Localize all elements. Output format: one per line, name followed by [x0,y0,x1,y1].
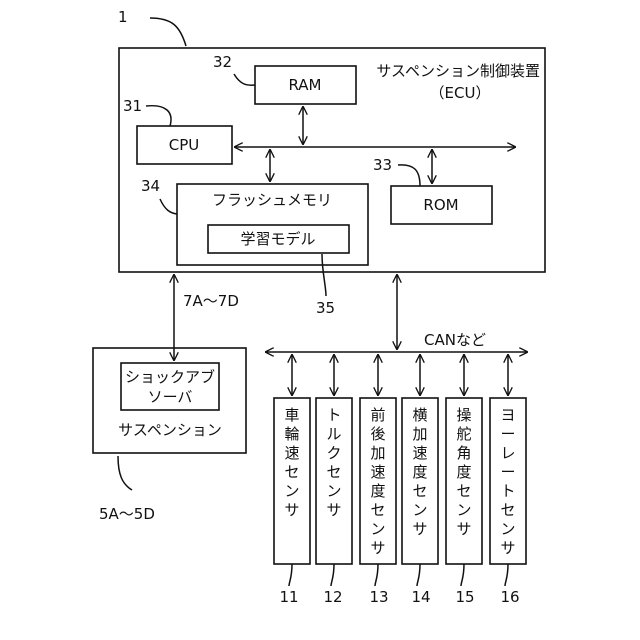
leader-device [150,18,186,46]
leader-flash [160,199,177,214]
ref-cpu: 31 [123,97,142,115]
sensor-label: ヨーレートセンサ [500,406,515,557]
leader-rom [398,165,420,186]
cpu-label: CPU [169,136,200,154]
sensor-leader [417,564,420,586]
ref-rom: 33 [373,156,392,174]
ref-device: 1 [118,8,128,26]
sensor-ref: 12 [323,588,342,606]
ref-model: 35 [316,299,335,317]
absorber-label-line2: ソーバ [148,388,193,406]
sensor-leader [375,564,378,586]
sensor-label: 前後加速度センサ [370,406,385,557]
sensor-ref: 13 [369,588,388,606]
sensor-ref: 15 [455,588,474,606]
sensor-leader [461,564,464,586]
sensor-label: トルクセンサ [326,406,341,519]
ref-ram: 32 [213,53,232,71]
sensor-ref: 11 [279,588,298,606]
model-label: 学習モデル [240,230,315,248]
sensor-ref: 14 [411,588,430,606]
sensor-label: 車輪速センサ [284,406,299,519]
sensor-leader [289,564,292,586]
ram-label: RAM [288,76,321,94]
leader-cpu [146,106,171,126]
ecu-box [119,48,545,272]
ref-link: 7A～7D [183,292,239,310]
sensor-label: 操舵角度センサ [456,406,471,538]
ecu-title: サスペンション制御装置 [376,62,540,80]
sensor-leader [505,564,508,586]
sensor-label: 横加速度センサ [412,406,427,538]
sensor-leader [331,564,334,586]
rom-label: ROM [423,196,458,214]
sensor-group: 車輪速センサ 11 トルクセンサ 12 前後加速度センサ 13 横加速度センサ 14 操舵角度セ… [274,355,526,606]
leader-ram [234,74,255,85]
ref-flash: 34 [141,177,160,195]
can-bus-label: CANなど [424,331,486,349]
ref-suspension: 5A～5D [99,505,155,523]
absorber-label-line1: ショックアブ [125,368,215,386]
leader-suspension [118,456,132,490]
flash-label: フラッシュメモリ [212,191,332,209]
ecu-subtitle: （ECU） [430,84,491,102]
suspension-label: サスペンション [118,421,222,439]
leader-model [322,254,326,296]
sensor-ref: 16 [500,588,519,606]
